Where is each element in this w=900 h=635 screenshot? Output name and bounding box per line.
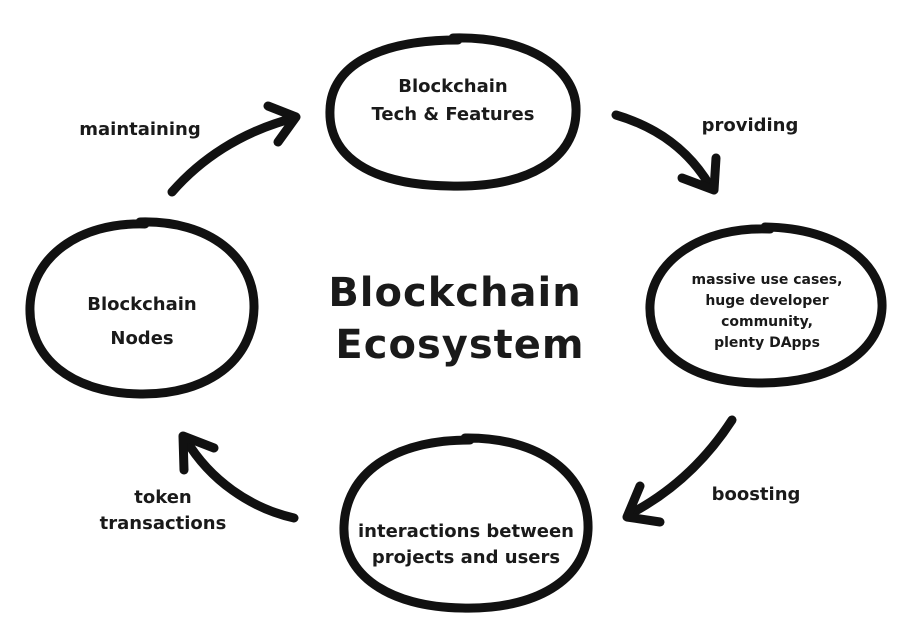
edge-label-boosting: boosting (712, 484, 801, 505)
arrow-maintaining (167, 101, 301, 197)
diagram-title-line2: Ecosystem (335, 322, 584, 368)
node-use-cases-label-line2: huge developer (705, 293, 828, 309)
node-nodes-label-line1: Blockchain (87, 294, 197, 315)
edge-label-token-line2: transactions (100, 513, 227, 534)
arrow-providing (611, 110, 721, 195)
node-interactions-label-line1: interactions between (358, 521, 574, 542)
arrow-token-transactions (178, 431, 299, 523)
edge-label-providing: providing (702, 115, 799, 136)
node-use-cases-label-line1: massive use cases, (692, 272, 843, 288)
diagram-title-line1: Blockchain (328, 270, 581, 316)
node-use-cases-label-line4: plenty DApps (714, 335, 820, 351)
node-interactions-ring (339, 433, 593, 613)
node-tech-ring (325, 33, 581, 191)
node-nodes-ring (25, 217, 259, 399)
node-use-cases-label-line3: community, (721, 314, 813, 330)
arrow-boosting (622, 415, 737, 527)
node-tech-label-line2: Tech & Features (372, 104, 535, 125)
node-use-cases-ring (645, 222, 887, 388)
edge-label-token-line1: token (134, 487, 191, 508)
node-tech-label-line1: Blockchain (398, 76, 508, 97)
edge-label-maintaining: maintaining (79, 119, 201, 140)
node-nodes-label-line2: Nodes (110, 328, 173, 349)
node-interactions-label-line2: projects and users (372, 547, 560, 568)
